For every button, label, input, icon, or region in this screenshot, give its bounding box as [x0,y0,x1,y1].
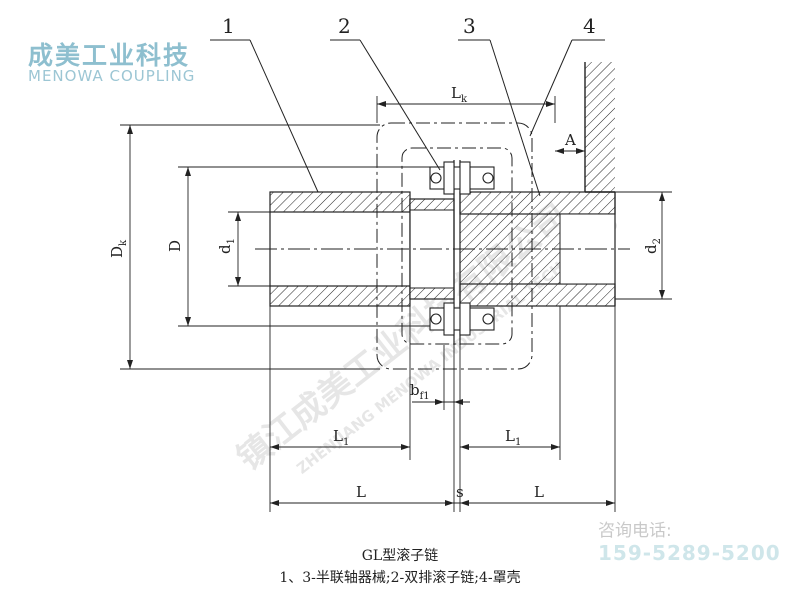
brand-name-en: MENOWA COUPLING [28,67,196,85]
dimension-lines [120,96,672,512]
contact-label: 咨询电话: [598,521,672,541]
dim-dk: Dk [108,239,129,258]
brand-name-cn: 成美工业科技 [28,41,191,70]
caption-legend: 1、3-半联轴器械;2-双排滚子链;4-罩壳 [279,570,521,586]
dim-l-right: L [534,483,544,501]
dim-l1-left: L1 [333,427,349,448]
dim-d2: d2 [642,238,663,254]
contact-phone: 159-5289-5200 [598,541,781,565]
arrowheads [127,101,665,506]
leader-lines [210,39,605,197]
part-number-4: 4 [583,14,596,38]
dim-lk: Lk [451,84,468,105]
part-number-3: 3 [463,14,476,38]
roller-chain [429,160,495,345]
part-number-2: 2 [338,14,351,38]
dim-l-left: L [356,483,366,501]
dim-a: A [564,131,576,149]
dim-l1-right: L1 [505,427,521,448]
dim-d1: d1 [216,238,237,254]
dim-s: s [456,483,464,501]
caption-title: GL型滚子链 [361,548,439,564]
dim-bf1: bf1 [410,381,430,402]
dim-d: D [166,240,184,252]
part-number-1: 1 [222,14,235,38]
wall [584,62,615,193]
